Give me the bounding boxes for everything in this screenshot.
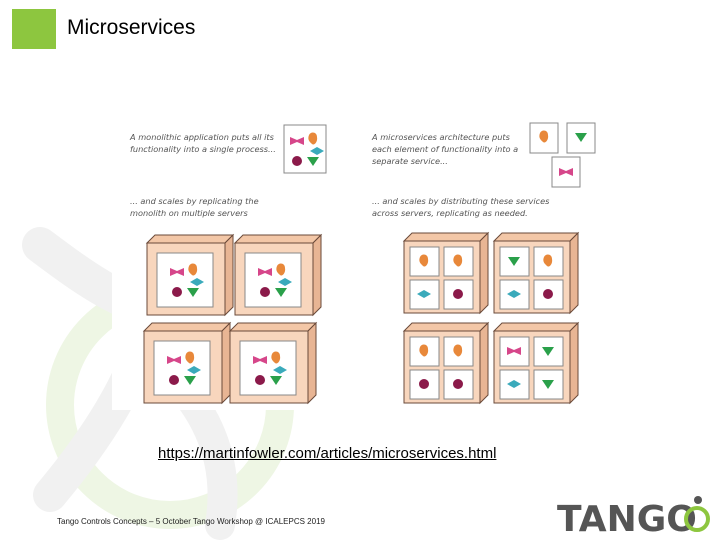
tango-logo: TANGO: [557, 496, 710, 539]
separate-services: [529, 122, 596, 188]
monolith-process: [283, 124, 327, 174]
title-accent: [12, 9, 54, 49]
micro-caption-1: A microservices architecture puts each e…: [371, 132, 521, 166]
title-bar: [12, 9, 707, 49]
diagram-svg: A monolithic application puts all its fu…: [129, 122, 596, 405]
microservice-servers: [402, 231, 580, 405]
tango-wordmark: TANGO: [557, 499, 697, 539]
monolith-servers: [142, 233, 323, 405]
microservices-diagram: A monolithic application puts all its fu…: [112, 115, 602, 410]
footer-text: Tango Controls Concepts – 5 October Tang…: [57, 517, 325, 526]
mono-caption-1: A monolithic application puts all its fu…: [129, 132, 276, 154]
logo-ring: [684, 506, 710, 532]
logo-head: [694, 496, 702, 504]
slide-title: Microservices: [67, 16, 196, 39]
source-link[interactable]: https://martinfowler.com/articles/micros…: [158, 445, 497, 462]
title-panel: [55, 9, 707, 49]
micro-caption-2: ... and scales by distributing these ser…: [372, 196, 552, 218]
mono-caption-2: ... and scales by replicating the monoli…: [130, 196, 261, 218]
